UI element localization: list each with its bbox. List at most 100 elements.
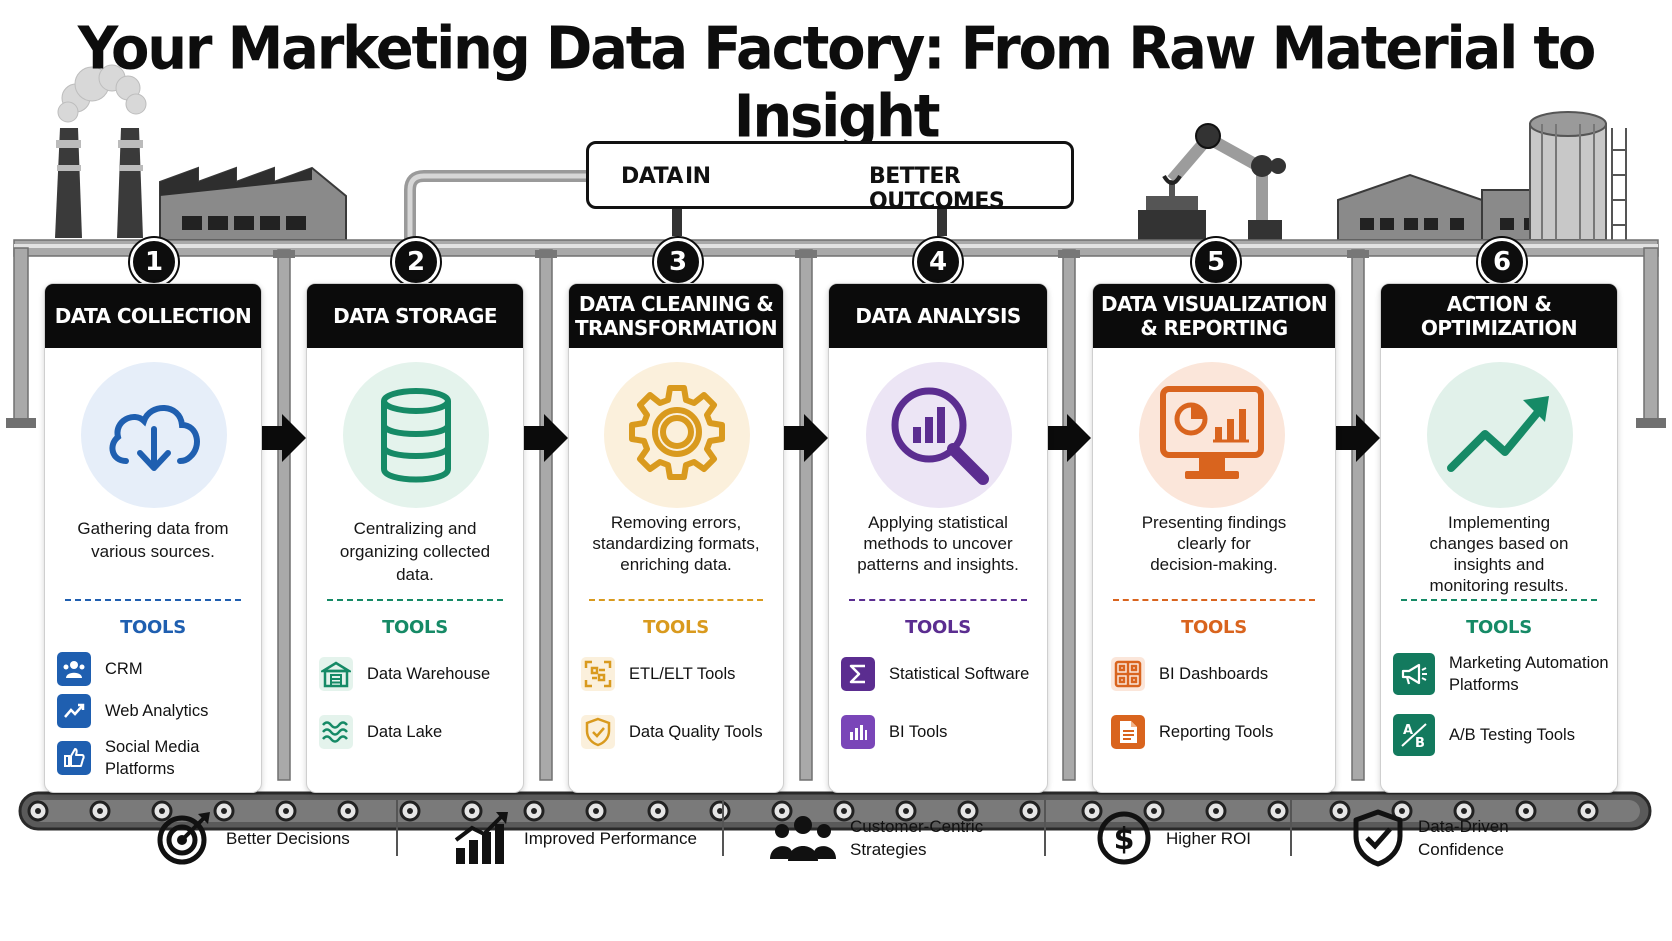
tools-heading: TOOLS [1466, 617, 1532, 638]
storage-tank [1529, 111, 1627, 241]
stage-description: Implementing changes based on insights a… [1429, 513, 1569, 595]
stage-card-data-cleaning: DATA CLEANING & TRANSFORMATION Removing … [568, 283, 784, 793]
conveyor-roller-hub [1027, 808, 1033, 814]
tool-bi-dashboards: BI Dashboards [1111, 657, 1329, 691]
warehouse-icon [319, 657, 353, 691]
tool-label: Data Quality Tools [629, 723, 763, 741]
tool-label: Web Analytics [105, 702, 209, 720]
tool-statistical-software: Statistical Software [841, 657, 1041, 691]
conveyor-roller-hub [221, 808, 227, 814]
tool-data-lake: Data Lake [319, 715, 517, 749]
tool-label: Social Media Platforms [105, 738, 200, 778]
benefit-data-driven-confidence: Data-Driven Confidence [1352, 798, 1538, 878]
document-icon [1111, 715, 1145, 749]
stage-1-number-badge: 1 [130, 238, 178, 286]
shield-check-icon [581, 715, 615, 749]
tool-label: Statistical Software [889, 665, 1030, 683]
tool-social-media: Social Media Platforms [57, 736, 255, 780]
conveyor-roller-hub [97, 808, 103, 814]
stage-description: Gathering data from various sources. [77, 519, 229, 561]
svg-text:$: $ [1114, 822, 1135, 857]
benefit-label: Customer-Centric Strategies [850, 817, 984, 859]
trend-up-icon [1427, 362, 1573, 508]
tool-label: Reporting Tools [1159, 723, 1274, 741]
tools-heading: TOOLS [643, 617, 709, 638]
svg-text:A: A [1403, 723, 1413, 738]
stage-card-action-optimization: ACTION & OPTIMIZATION Implementing chang… [1380, 283, 1618, 793]
stage-divider [65, 599, 241, 601]
tool-marketing-automation: Marketing Automation Platforms [1393, 652, 1611, 696]
stage-6-number-badge: 6 [1478, 238, 1526, 286]
tool-data-quality: Data Quality Tools [581, 715, 777, 749]
conveyor-roller-hub [593, 808, 599, 814]
conveyor-roller-hub [1337, 808, 1343, 814]
conveyor-roller-hub [469, 808, 475, 814]
banner-data-label: DATA [621, 164, 683, 189]
robot-arm [1138, 123, 1286, 240]
conveyor-roller-hub [531, 808, 537, 814]
magnifier-chart-icon [866, 362, 1012, 508]
etl-icon [581, 657, 615, 691]
stage-description: Presenting findings clearly for decision… [1141, 513, 1287, 574]
factory-right [1337, 173, 1553, 241]
megaphone-icon [1393, 653, 1435, 695]
conveyor-roller-hub [159, 808, 165, 814]
tools-heading: TOOLS [120, 617, 186, 638]
conveyor-roller-hub [965, 808, 971, 814]
stage-title: ACTION & OPTIMIZATION [1381, 284, 1617, 348]
chimneys [55, 128, 143, 238]
stage-description: Applying statistical methods to uncover … [857, 513, 1019, 574]
sigma-icon [841, 657, 875, 691]
conveyor-roller-hub [903, 808, 909, 814]
stage-title: DATA COLLECTION [45, 284, 261, 348]
conveyor-roller-hub [1089, 808, 1095, 814]
tool-label: ETL/ELT Tools [629, 665, 736, 683]
tools-heading: TOOLS [1181, 617, 1247, 638]
benefit-higher-roi: $ Higher ROI [1096, 798, 1251, 878]
conveyor-roller-hub [1399, 808, 1405, 814]
page-title: Your Marketing Data Factory: From Raw Ma… [77, 14, 1597, 152]
benefit-separator [1290, 800, 1292, 856]
stage-5-number-badge: 5 [1192, 238, 1240, 286]
waves-icon [319, 715, 353, 749]
stage-card-data-visualization: DATA VISUALIZATION & REPORTING Presentin… [1092, 283, 1336, 793]
stage-description: Centralizing and organizing collected da… [339, 519, 491, 584]
flow-arrows [262, 414, 1380, 462]
conveyor-roller-hub [841, 808, 847, 814]
tool-label: A/B Testing Tools [1449, 726, 1575, 744]
tool-etl: ETL/ELT Tools [581, 657, 777, 691]
tool-label: BI Tools [889, 723, 948, 741]
conveyor-roller-hub [1151, 808, 1157, 814]
stage-title: DATA ANALYSIS [829, 284, 1047, 348]
conveyor-roller-hub [717, 808, 723, 814]
benefit-label: Data-Driven Confidence [1418, 817, 1509, 859]
dashboard-icon [1111, 657, 1145, 691]
bar-chart-icon [841, 715, 875, 749]
tool-label: Marketing Automation Platforms [1449, 654, 1609, 694]
conveyor-roller-hub [407, 808, 413, 814]
conveyor-roller-hub [345, 808, 351, 814]
stage-card-data-analysis: DATA ANALYSIS Applying statistical metho… [828, 283, 1048, 793]
users-icon [57, 652, 91, 686]
smoke [57, 64, 147, 123]
stage-description: Removing errors, standardizing formats, … [592, 513, 760, 574]
stage-divider [849, 599, 1027, 601]
conveyor-roller-hub [1275, 808, 1281, 814]
line-chart-icon [57, 694, 91, 728]
tool-web-analytics: Web Analytics [57, 694, 255, 728]
database-icon [343, 362, 489, 508]
stage-title: DATA CLEANING & TRANSFORMATION [569, 284, 783, 348]
stage-divider [327, 599, 503, 601]
stage-card-data-collection: DATA COLLECTION Gathering data from vari… [44, 283, 262, 793]
benefit-separator [1044, 800, 1046, 856]
tool-label: Data Lake [367, 723, 443, 741]
thumbs-up-icon [57, 741, 91, 775]
dollar-icon: $ [1097, 811, 1151, 865]
shield-check-icon [1353, 809, 1403, 867]
tool-reporting-tools: Reporting Tools [1111, 715, 1329, 749]
conveyor-roller-hub [779, 808, 785, 814]
stage-card-data-storage: DATA STORAGE Centralizing and organizing… [306, 283, 524, 793]
gear-icon [604, 362, 750, 508]
